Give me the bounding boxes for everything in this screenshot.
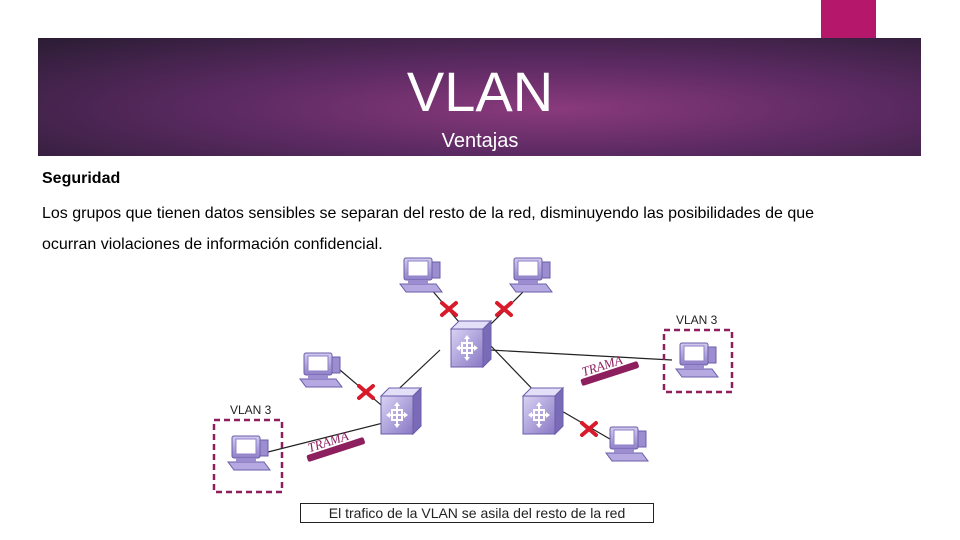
slide-subtitle: Ventajas bbox=[441, 130, 519, 152]
vlan-group-box-left bbox=[212, 418, 284, 494]
computer-icon bbox=[299, 352, 343, 388]
red-x-icon bbox=[357, 384, 375, 400]
red-x-icon bbox=[495, 301, 513, 317]
switch-icon bbox=[522, 387, 564, 435]
frame-right: TRAMA bbox=[580, 352, 639, 386]
slide-title: VLAN bbox=[406, 60, 554, 123]
link-vlan3-left bbox=[267, 419, 396, 453]
red-x-icon bbox=[580, 421, 598, 437]
red-x-icon bbox=[440, 301, 458, 317]
computer-icon bbox=[227, 435, 271, 471]
diagram-caption: El trafico de la VLAN se asila del resto… bbox=[300, 503, 654, 523]
vlan-label-left: VLAN 3 bbox=[230, 403, 272, 417]
vlan-label-right: VLAN 3 bbox=[676, 313, 718, 327]
vlan-group-box-right bbox=[662, 328, 734, 394]
computer-icon bbox=[399, 257, 443, 293]
switch-icon bbox=[380, 387, 422, 435]
link-vlan3-right bbox=[489, 349, 673, 361]
body-text-line-1: Los grupos que tienen datos sensibles se… bbox=[42, 205, 815, 222]
computer-icon bbox=[605, 426, 649, 462]
switch-icon bbox=[450, 320, 492, 368]
computer-icon bbox=[675, 342, 719, 378]
body-text-line-2: ocurran violaciones de información confi… bbox=[42, 236, 383, 253]
title-banner bbox=[38, 38, 921, 156]
section-heading: Seguridad bbox=[42, 170, 121, 187]
computer-icon bbox=[509, 257, 553, 293]
